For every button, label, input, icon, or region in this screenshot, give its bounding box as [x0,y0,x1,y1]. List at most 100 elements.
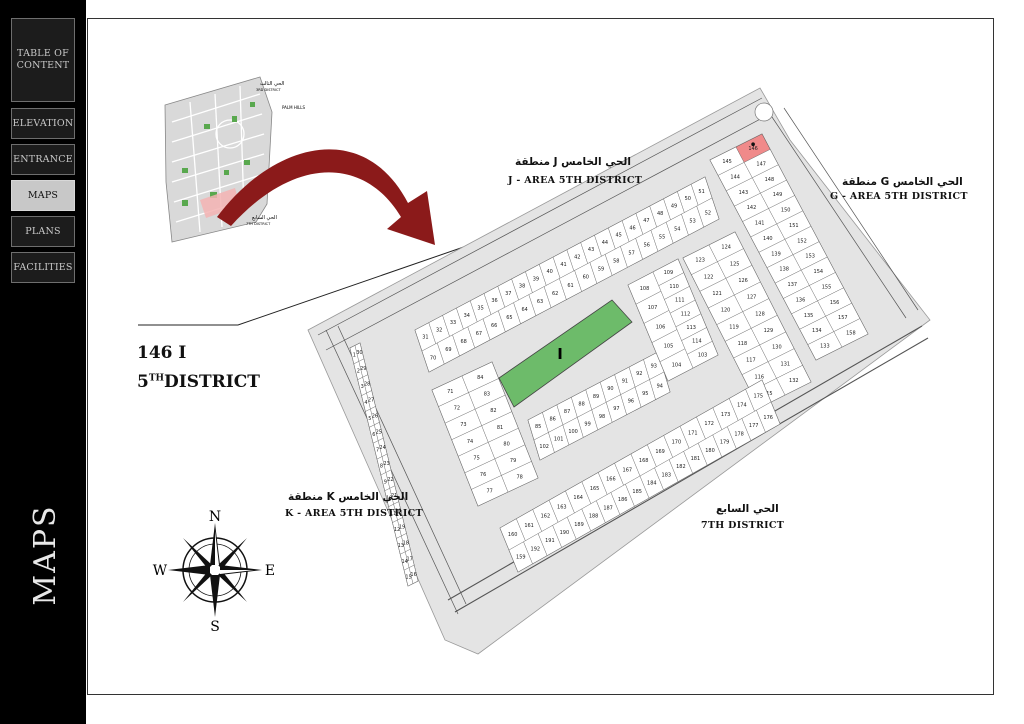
plot-number: 190 [560,530,570,536]
plot-number: 69 [445,347,451,353]
g-area-english-label: G - AREA 5TH DISTRICT [830,191,968,202]
plot-52[interactable] [696,197,720,228]
block-south[interactable]: 1601611621631641651661671681691701711721… [499,379,781,573]
map-frame [87,18,994,695]
plot-number: 75 [473,455,479,461]
plot-number: 31 [422,335,428,341]
plot-132[interactable] [776,365,812,396]
plot-number: 2 [357,368,360,374]
compass-w: W [153,563,168,579]
j-area-english-label: J - AREA 5TH DISTRICT [508,175,643,186]
plot-number: 47 [643,218,649,224]
plot-number: 116 [755,374,765,380]
plot-number: 60 [583,275,589,281]
plot-number: 143 [739,190,749,196]
plot-176[interactable] [756,401,781,433]
plot-number: 127 [747,295,757,301]
plot-number: 57 [628,251,634,257]
plot-number: 29 [360,366,366,372]
plot-number: 167 [623,467,633,473]
plot-number: 110 [669,284,679,290]
plot-number: 77 [487,489,493,495]
plot-number: 191 [545,538,555,544]
plot-number: 186 [618,497,628,503]
plot-number: 38 [519,284,525,290]
plot-number: 162 [541,514,551,520]
master-plan[interactable]: 1234567891011121314153029282726252423222… [300,80,940,670]
plot-number: 172 [704,421,714,427]
plot-number: 85 [535,424,541,430]
plot-number: 23 [383,461,389,467]
plot-number: 40 [547,269,553,275]
plot-number: 30 [356,350,362,356]
plot-78[interactable] [501,461,539,493]
plot-number: 80 [503,441,509,447]
plot-number: 148 [765,177,775,183]
plot-158[interactable] [833,318,869,348]
plot-number: 136 [796,298,806,304]
block-j-front[interactable]: 3132333435363738394041424344454647484950… [414,176,720,373]
plot-number: 37 [505,291,511,297]
nav-facilities-button[interactable]: FACILITIES [11,252,75,283]
plot-103[interactable] [687,341,719,369]
plot-number: 123 [695,258,705,264]
plot-number: 168 [639,458,649,464]
plot-number: 173 [721,412,731,418]
plot-number: 70 [430,355,436,361]
plot-number: 129 [764,328,774,334]
plot-16[interactable] [408,564,419,584]
plot-number: 55 [659,235,665,241]
plot-number: 141 [755,221,765,227]
plot-number: 178 [734,431,744,437]
plot-number: 113 [686,325,696,331]
nav-plans-button[interactable]: PLANS [11,216,75,247]
park-label: I [557,345,563,363]
nav-maps-button[interactable]: MAPS [11,180,75,211]
plot-number: 96 [628,399,634,405]
block-k-west[interactable]: 1234567891011121314153029282726252423222… [349,342,419,587]
plot-number: 65 [506,315,512,321]
plot-94[interactable] [649,371,671,400]
plot-number: 54 [674,226,680,232]
plot-number: 124 [721,245,731,251]
plot-number: 106 [656,324,666,330]
plot-number: 144 [730,174,740,180]
plot-number: 36 [491,298,497,304]
plot-number: 7 [376,448,379,454]
unit-district-word: DISTRICT [164,372,260,392]
nav-table-of-content-button[interactable]: TABLE OF CONTENT [11,18,75,102]
plot-number: 5 [368,416,371,422]
plot-number: 177 [749,423,759,429]
plot-number: 95 [642,391,648,397]
plot-number: 15 [405,575,411,581]
plot-number: 34 [464,313,470,319]
plot-number: 6 [372,432,375,438]
plot-number: 182 [676,464,686,470]
block-g[interactable]: 1451441431421411401391381371361351341331… [709,133,869,361]
nav-entrance-button[interactable]: ENTRANCE [11,144,75,175]
plot-number: 156 [830,300,840,306]
compass-s: S [210,619,220,635]
plot-number: 20 [395,509,401,515]
plot-number: 25 [376,429,382,435]
plot-number: 74 [467,439,473,445]
plot-number: 147 [756,161,766,167]
plot-number: 166 [606,477,616,483]
plot-number: 97 [613,406,619,412]
plot-number: 188 [589,514,599,520]
k-area-arabic-label: منطقة K الحي الخامس [288,491,409,503]
plot-number: 79 [510,458,516,464]
plot-number: 28 [364,382,370,388]
plot-number: 32 [436,327,442,333]
plot-number: 44 [602,240,608,246]
plot-number: 135 [804,313,814,319]
plot-number: 132 [789,378,799,384]
plot-number: 160 [508,532,518,538]
plot-number: 81 [497,425,503,431]
section-title: MAPS [28,504,63,606]
nav-elevation-button[interactable]: ELEVATION [11,108,75,139]
plot-number: 125 [730,261,740,267]
